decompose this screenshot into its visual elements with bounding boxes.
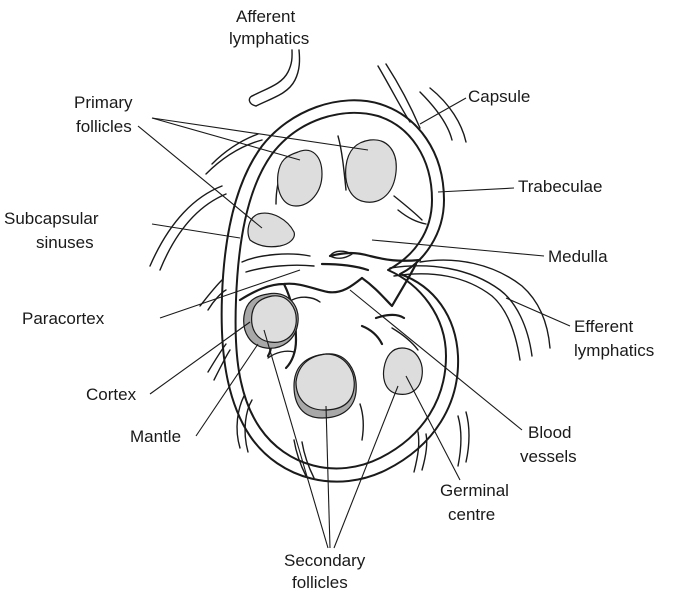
label-cortex: Cortex bbox=[86, 385, 137, 404]
secondary-follicle-germinal-bottom bbox=[296, 354, 354, 410]
primary-follicles bbox=[278, 140, 397, 206]
secondary-follicle-right bbox=[384, 348, 423, 394]
label-afferent-lymphatics-2: lymphatics bbox=[229, 29, 309, 48]
label-germinal-centre-2: centre bbox=[448, 505, 495, 524]
label-secondary-follicles-1: Secondary bbox=[284, 551, 366, 570]
label-efferent-lymphatics-1: Efferent bbox=[574, 317, 634, 336]
label-medulla: Medulla bbox=[548, 247, 608, 266]
primary-follicle-1 bbox=[278, 150, 322, 206]
label-trabeculae: Trabeculae bbox=[518, 177, 602, 196]
label-blood-vessels-2: vessels bbox=[520, 447, 577, 466]
secondary-follicle-germinal-left bbox=[252, 296, 297, 343]
label-primary-follicles-2: follicles bbox=[76, 117, 132, 136]
label-efferent-lymphatics-2: lymphatics bbox=[574, 341, 654, 360]
label-mantle: Mantle bbox=[130, 427, 181, 446]
label-blood-vessels-1: Blood bbox=[528, 423, 571, 442]
primary-follicle-2 bbox=[346, 140, 397, 202]
label-afferent-lymphatics-1: Afferent bbox=[236, 7, 296, 26]
label-subcapsular-sinuses-1: Subcapsular bbox=[4, 209, 99, 228]
label-germinal-centre-1: Germinal bbox=[440, 481, 509, 500]
label-paracortex: Paracortex bbox=[22, 309, 105, 328]
subcapsular-sinus-region bbox=[248, 213, 294, 247]
label-subcapsular-sinuses-2: sinuses bbox=[36, 233, 94, 252]
label-capsule: Capsule bbox=[468, 87, 530, 106]
label-primary-follicles-1: Primary bbox=[74, 93, 133, 112]
label-secondary-follicles-2: follicles bbox=[292, 573, 348, 592]
